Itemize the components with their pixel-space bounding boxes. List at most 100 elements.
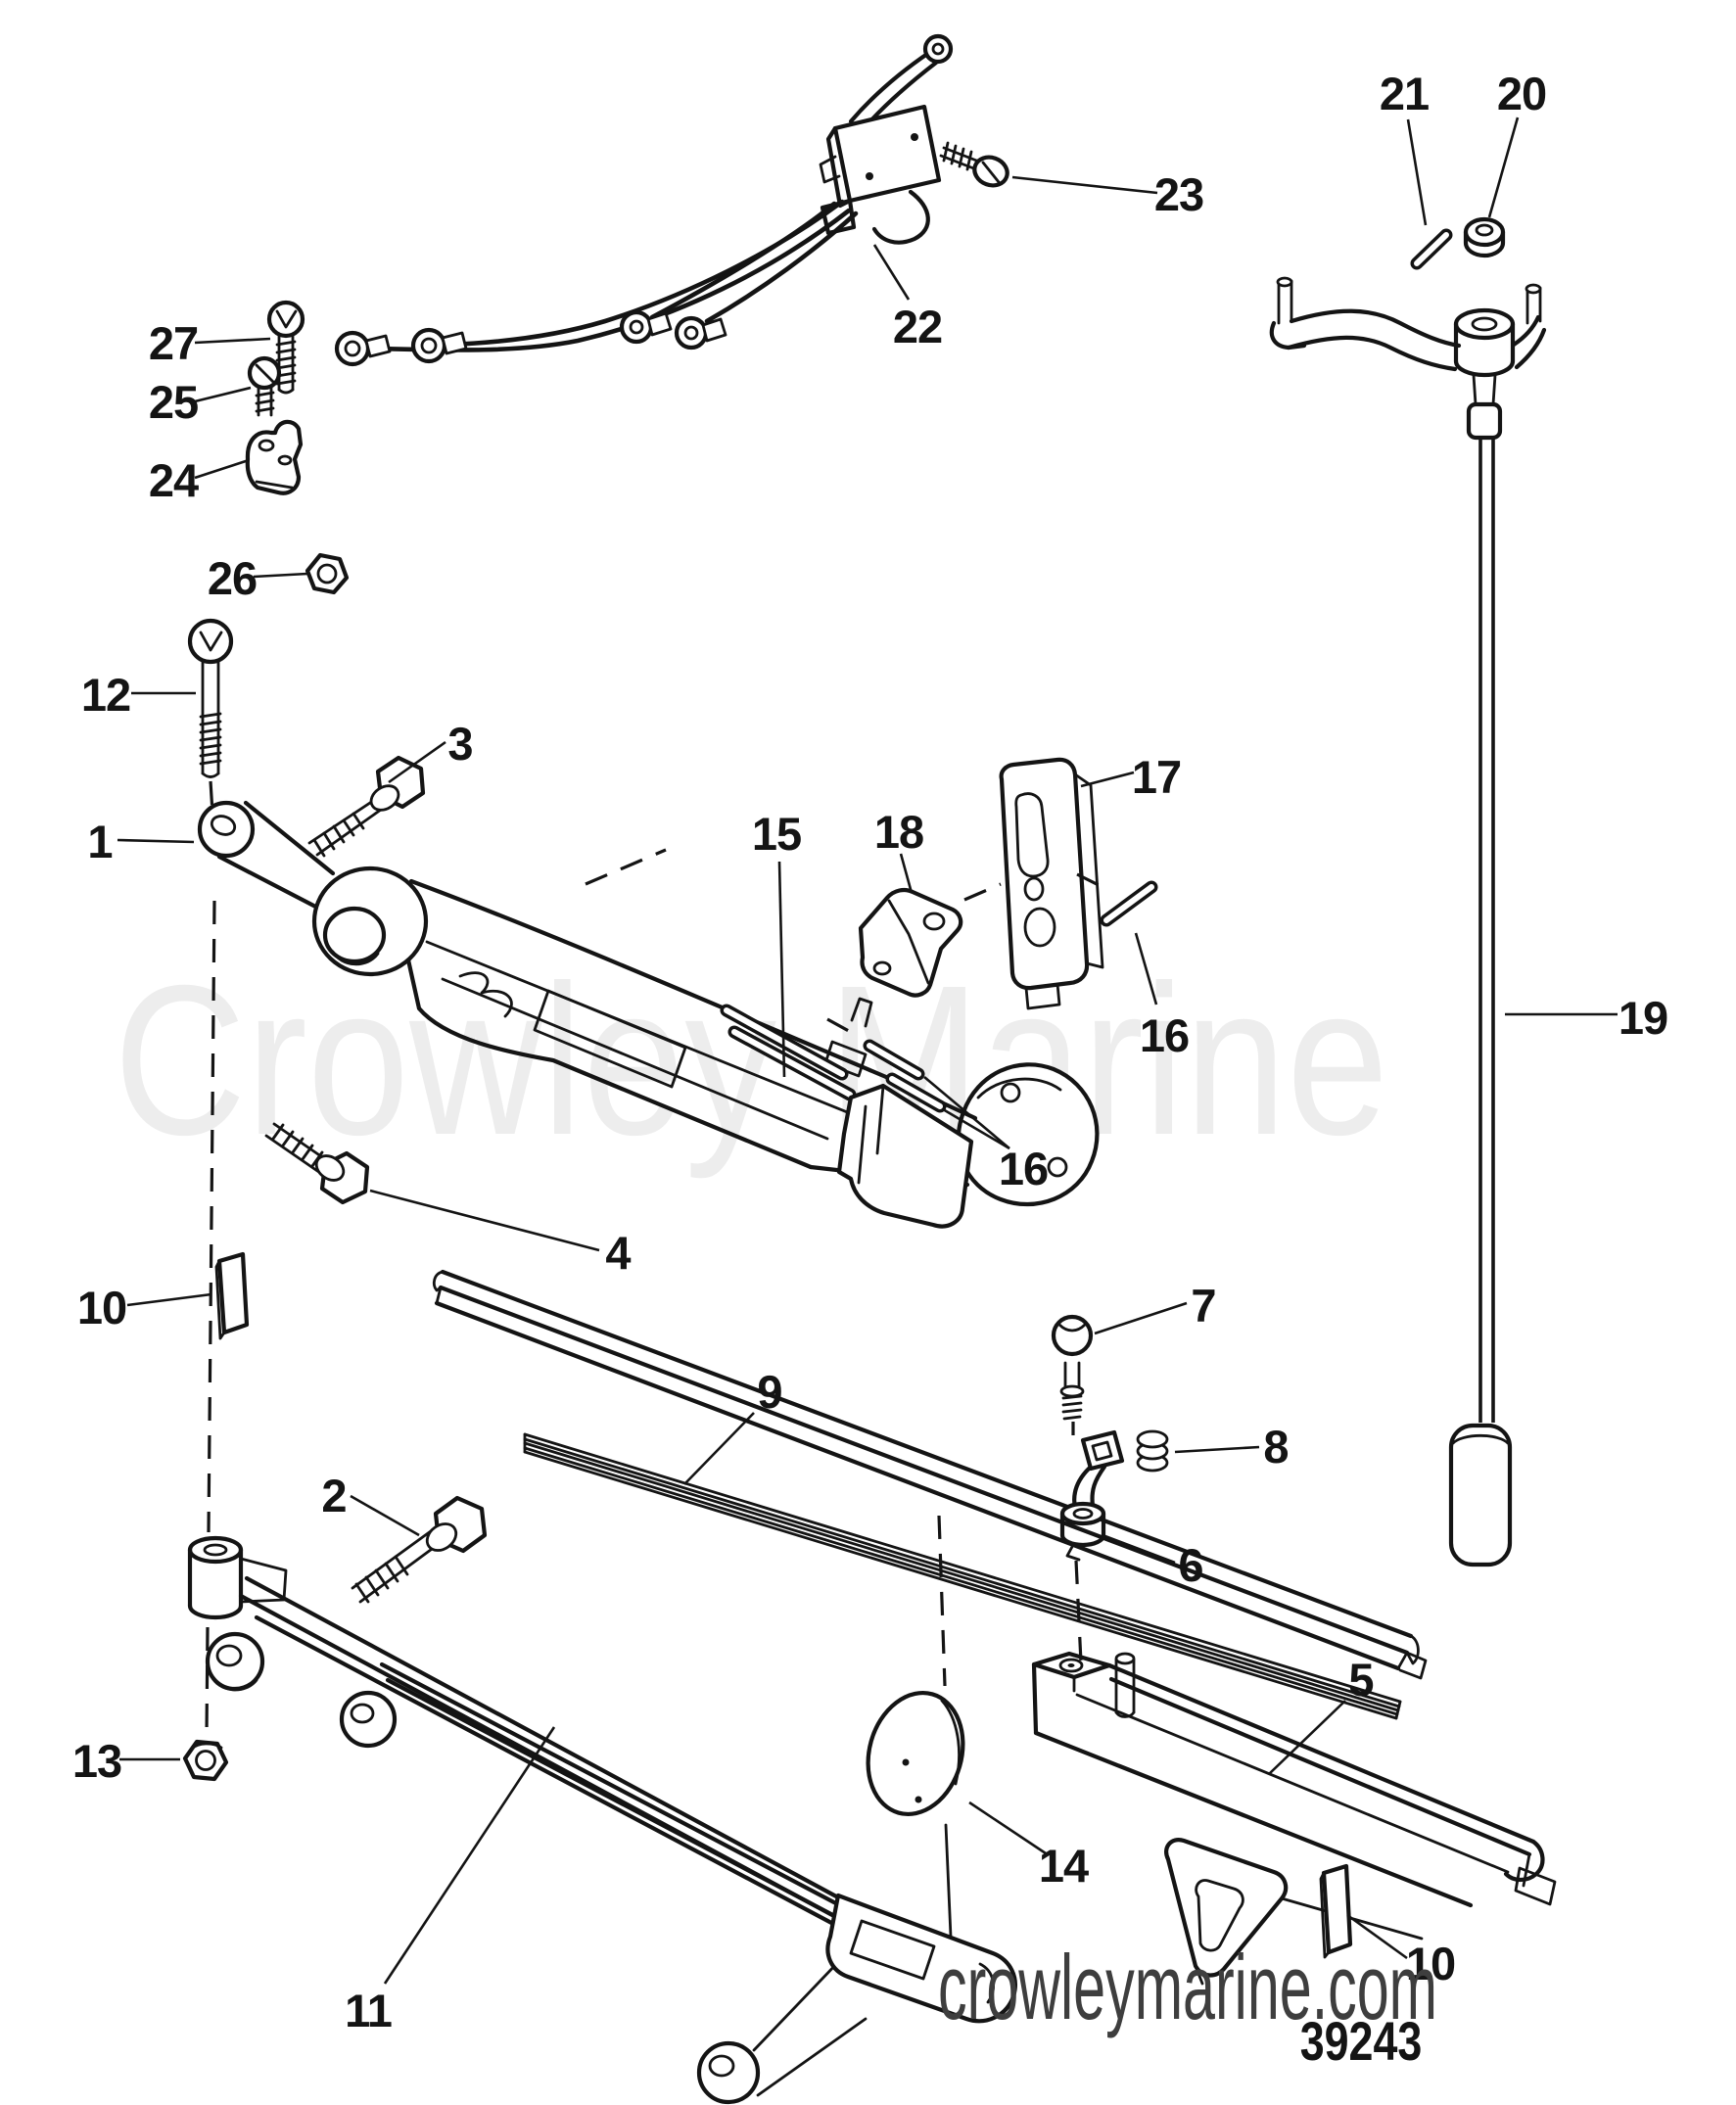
callout-number-22: 22: [893, 301, 942, 352]
part-24-clamp-block: [245, 419, 304, 495]
drawing-number: 39243: [1300, 2010, 1423, 2072]
callout-leader-10: [126, 1292, 212, 1307]
callout-number-9: 9: [757, 1366, 781, 1418]
callout-number-8: 8: [1263, 1421, 1288, 1473]
callout-leader-8: [1174, 1445, 1260, 1454]
callout-21: 21: [1380, 68, 1430, 226]
callout-16: 16: [923, 1076, 1049, 1194]
callout-number-16: 16: [1140, 1009, 1189, 1061]
part-5-lower-bracket: [1031, 1651, 1557, 1986]
callout-leader-7: [1094, 1301, 1188, 1335]
callout-number-2: 2: [321, 1470, 346, 1521]
callout-leader-5: [1268, 1700, 1346, 1775]
callout-27: 27: [149, 317, 271, 369]
callout-10: 10: [77, 1282, 212, 1333]
site-watermark: crowleymarine.com: [938, 1936, 1437, 2038]
callout-layer: 1234567891010111213141516161718192021222…: [72, 68, 1668, 2036]
callout-leader-20: [1487, 117, 1520, 218]
callout-number-26: 26: [208, 552, 257, 604]
callout-number-12: 12: [81, 669, 130, 721]
callout-leader-24: [194, 458, 250, 480]
part-14-cam: [866, 1690, 965, 1817]
callout-15: 15: [752, 808, 802, 1078]
callout-23: 23: [1011, 168, 1204, 220]
callout-number-16: 16: [999, 1143, 1048, 1194]
callout-leader-6: [1102, 1533, 1176, 1565]
callout-26: 26: [208, 552, 308, 604]
callout-11: 11: [345, 1726, 556, 2036]
callout-leader-21: [1406, 118, 1428, 226]
part-17-shift-link: [999, 757, 1104, 1010]
callout-leader-16: [942, 1107, 1010, 1150]
part-20-washer: [1463, 216, 1506, 258]
callout-7: 7: [1094, 1280, 1217, 1335]
callout-leader-16: [1134, 932, 1158, 1006]
callout-24: 24: [149, 454, 250, 506]
part-7-shoulder-screw: [1051, 1314, 1094, 1421]
callout-18: 18: [874, 806, 924, 894]
part-2-bolt: [351, 1495, 488, 1604]
callout-number-18: 18: [874, 806, 923, 858]
callout-number-17: 17: [1132, 751, 1181, 803]
callout-6: 6: [1102, 1533, 1204, 1591]
callout-number-24: 24: [149, 454, 199, 506]
callout-leader-2: [350, 1494, 420, 1537]
callout-25: 25: [149, 376, 252, 428]
callout-leader-26: [253, 572, 308, 579]
callout-10: 10: [1346, 1913, 1456, 1989]
callout-number-4: 4: [605, 1227, 631, 1279]
callout-3: 3: [388, 718, 474, 784]
callout-number-3: 3: [447, 718, 472, 770]
callout-number-11: 11: [345, 1985, 392, 2036]
part-23-screw: [939, 141, 1009, 188]
callout-number-5: 5: [1348, 1654, 1373, 1706]
callout-14: 14: [968, 1801, 1090, 1892]
callout-2: 2: [321, 1470, 420, 1537]
part-27-bolt: [266, 300, 305, 395]
callout-17: 17: [1080, 751, 1182, 803]
part-21-pin: [1410, 228, 1453, 270]
callout-number-20: 20: [1497, 68, 1546, 119]
callout-leader-18: [899, 853, 914, 894]
alignment-dashed-lines: [205, 780, 1105, 1736]
callout-leader-9: [683, 1412, 755, 1485]
part-22-stop-switch: [334, 33, 954, 367]
callout-leader-10: [1346, 1913, 1408, 1960]
part-9-slide-bar: [432, 1269, 1428, 1720]
part-11-slide-rail: [187, 1535, 1017, 2105]
part-26-nut: [305, 552, 350, 595]
part-3-bolt: [307, 755, 426, 858]
callout-8: 8: [1174, 1421, 1290, 1473]
ring-terminals: [334, 309, 727, 367]
part-6-crank-lever: [1059, 1429, 1125, 1562]
callout-16: 16: [1134, 932, 1190, 1061]
callout-number-15: 15: [752, 808, 801, 860]
callout-5: 5: [1268, 1654, 1375, 1775]
callout-leader-11: [383, 1726, 556, 1985]
part-18-lever: [858, 887, 963, 998]
callout-leader-1: [117, 838, 195, 844]
callout-leader-15: [777, 861, 786, 1078]
callout-number-19: 19: [1619, 992, 1667, 1044]
part-10-pad-right: [1319, 1863, 1353, 1959]
callout-leader-27: [194, 337, 271, 345]
part-25-screw: [247, 355, 282, 417]
part-8-spring: [1136, 1429, 1169, 1473]
callout-number-7: 7: [1191, 1280, 1215, 1332]
callout-12: 12: [81, 669, 196, 721]
callout-13: 13: [72, 1735, 180, 1787]
callout-leader-23: [1011, 175, 1158, 195]
callout-number-1: 1: [87, 816, 112, 867]
callout-number-6: 6: [1178, 1539, 1202, 1591]
callout-leader-14: [968, 1801, 1047, 1855]
part-19-link-rod-assembly: [1269, 276, 1547, 1567]
part-10-pad-left: [214, 1251, 250, 1340]
callout-9: 9: [683, 1366, 783, 1485]
callout-20: 20: [1487, 68, 1547, 218]
callout-4: 4: [369, 1189, 632, 1279]
part-4-bolt: [264, 1122, 370, 1205]
callout-leader-22: [872, 244, 911, 301]
callout-number-21: 21: [1380, 68, 1429, 119]
callout-1: 1: [87, 816, 195, 867]
